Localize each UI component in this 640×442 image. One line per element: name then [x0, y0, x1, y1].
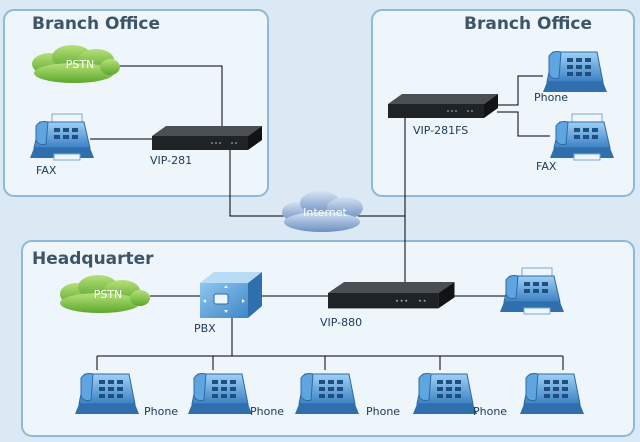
hq-phone-label-2: Phone [250, 405, 285, 418]
hq-phone-label-1: Phone [144, 405, 179, 418]
hq-phone-label-3: Phone [366, 405, 401, 418]
phone-right-label: Phone [534, 91, 569, 104]
vip-281-gateway-icon [152, 126, 262, 150]
pbx-label: PBX [194, 322, 216, 335]
internet-label: Internet [303, 206, 347, 219]
vip-880-gateway-icon [328, 282, 455, 309]
connection-lines [90, 65, 564, 370]
vip-281fs-label: VIP-281FS [413, 124, 469, 137]
vip-880-label: VIP-880 [320, 316, 363, 329]
fax-left-label: FAX [36, 164, 57, 177]
phone-icon-hq-1 [74, 373, 140, 415]
phone-icon-hq-5 [519, 373, 585, 415]
pstn-cloud-branch [32, 45, 120, 83]
internet-cloud [282, 191, 363, 232]
phone-icon-hq-3 [294, 373, 360, 415]
phone-icon-branch-right [542, 51, 608, 93]
pstn-branch-label: PSTN [65, 58, 95, 71]
fax-right-label: FAX [536, 160, 557, 173]
pstn-hq-label: PSTN [93, 288, 123, 301]
branch-office-left-title: Branch Office [32, 14, 161, 34]
branch-office-right-title: Branch Office [464, 14, 593, 34]
phone-icon-hq-4 [412, 373, 478, 415]
pstn-cloud-hq [60, 275, 150, 313]
pbx-icon [200, 272, 262, 318]
headquarter-title: Headquarter [32, 249, 154, 269]
vip-281fs-gateway-icon [388, 94, 498, 118]
phone-icon-hq-2 [187, 373, 253, 415]
vip-281-label: VIP-281 [150, 154, 193, 167]
headquarter-panel [21, 240, 635, 437]
hq-phone-label-4: Phone [473, 405, 508, 418]
